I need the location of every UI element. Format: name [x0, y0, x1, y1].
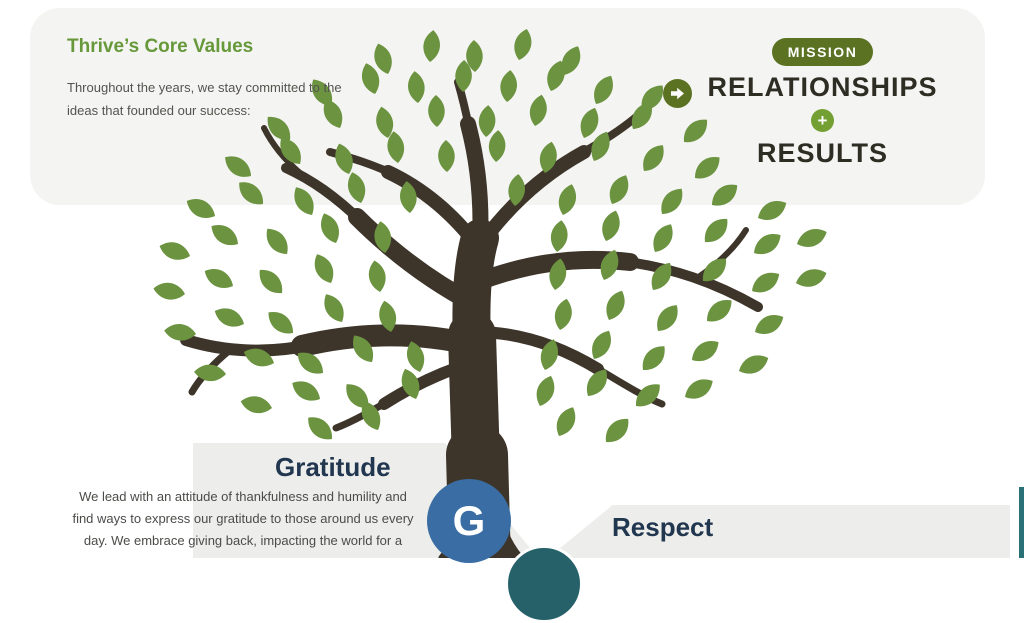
respect-heading: Respect	[612, 512, 714, 542]
relationships-heading: RELATIONSHIPS	[707, 72, 938, 102]
gratitude-paragraph: We lead with an attitude of thankfulness…	[62, 486, 424, 552]
gratitude-letter-badge: G	[427, 479, 511, 563]
card-subtitle-line2: ideas that founded our success:	[67, 103, 251, 118]
results-heading: RESULTS	[756, 138, 888, 168]
respect-letter-badge	[505, 545, 583, 623]
gratitude-line: day. We embrace giving back, impacting t…	[83, 533, 403, 548]
teal-accent-bar	[1019, 487, 1024, 558]
gratitude-line: We lead with an attitude of thankfulness…	[79, 489, 407, 504]
card-subtitle-line1: Throughout the years, we stay committed …	[67, 80, 342, 95]
page-title: Thrive’s Core Values	[67, 36, 254, 57]
gratitude-line: find ways to express our gratitude to th…	[72, 511, 414, 526]
arrow-glyph	[671, 87, 684, 100]
respect-panel	[548, 505, 1010, 558]
card-subtitle: Throughout the years, we stay committed …	[67, 76, 342, 122]
mission-badge: MISSION	[771, 38, 874, 66]
mission-statement: MISSION RELATIONSHIPS + RESULTS	[705, 38, 940, 169]
gratitude-heading: Gratitude	[275, 452, 391, 482]
right-arrow-icon	[663, 79, 692, 108]
plus-icon: +	[811, 109, 834, 132]
